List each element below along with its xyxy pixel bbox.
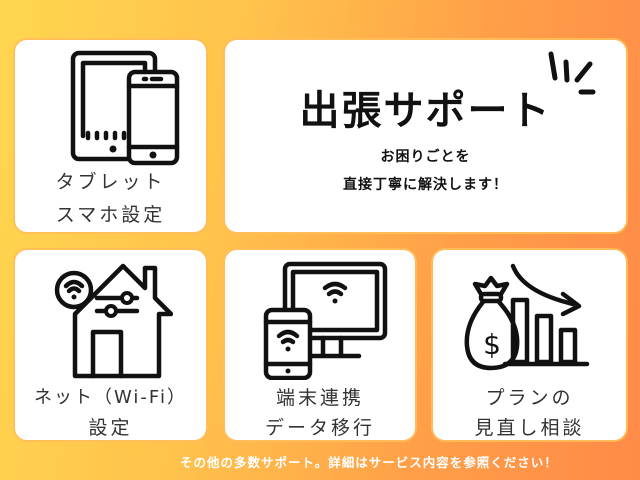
- card-label-line2: 設定: [88, 417, 133, 439]
- card-label-line1: 端末連携: [275, 387, 364, 409]
- money-bag-chart-down-icon: $: [464, 263, 590, 371]
- card-label-line1: ネット（Wi-Fi）: [34, 387, 187, 408]
- monitor-phone-wifi-icon: [263, 261, 388, 380]
- hero-title: 出張サポート: [299, 88, 552, 134]
- card-label-line2: スマホ設定: [55, 204, 166, 226]
- hero-subtitle-line2: 直接丁寧に解決します！: [343, 177, 508, 193]
- svg-text:$: $: [483, 328, 501, 361]
- house-wifi-icon: [54, 263, 173, 379]
- card-tablet-smartphone[interactable]: タブレット スマホ設定: [15, 40, 206, 232]
- footer-note: その他の多数サポート。詳細はサービス内容を参照ください！: [180, 455, 558, 470]
- tablet-smartphone-icon: [70, 50, 180, 166]
- hero-subtitle-line1: お困りごとを: [380, 149, 471, 165]
- hero-card: 出張サポート お困りごとを 直接丁寧に解決します！: [225, 40, 626, 232]
- card-label-line2: データ移行: [264, 417, 375, 439]
- card-label-line1: プランの: [485, 387, 574, 409]
- card-label-line2: 見直し相談: [474, 417, 585, 439]
- card-device-link[interactable]: 端末連携 データ移行: [225, 250, 415, 440]
- card-plan-review[interactable]: $ プランの 見直し相談: [433, 250, 626, 440]
- card-network-wifi[interactable]: ネット（Wi-Fi） 設定: [15, 250, 206, 440]
- burst-lines-icon: [548, 51, 596, 95]
- card-label-line1: タブレット: [55, 171, 166, 193]
